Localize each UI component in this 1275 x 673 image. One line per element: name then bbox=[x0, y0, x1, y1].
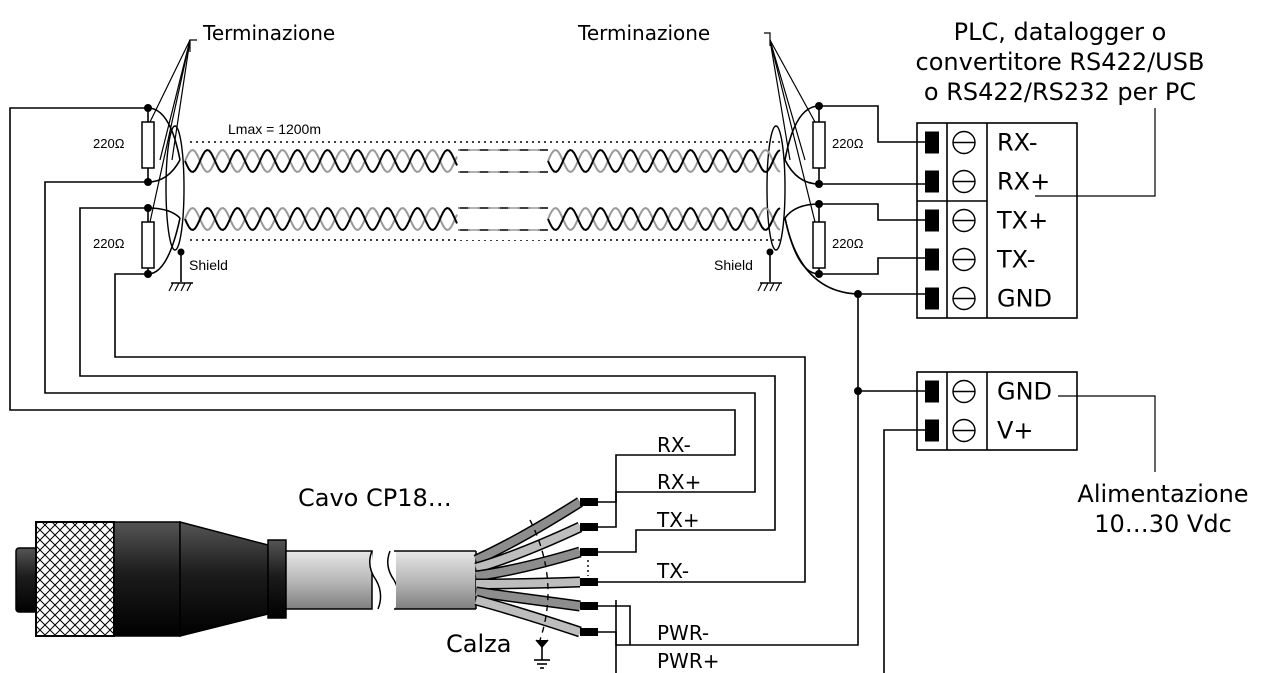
connector-body bbox=[113, 521, 181, 637]
plc-row-gnd: GND bbox=[925, 285, 1052, 313]
braid-dashed bbox=[529, 519, 549, 641]
resistor-label-left-top: 220Ω bbox=[93, 136, 125, 151]
return-wiring bbox=[9, 107, 806, 673]
termination-left-text: Terminazione bbox=[202, 21, 335, 45]
plc-terminal-pin bbox=[925, 248, 939, 271]
power-terminal-pin bbox=[925, 419, 939, 442]
power-terminal-pin bbox=[925, 380, 939, 403]
resistor-right-top bbox=[812, 121, 826, 169]
cable-jacket bbox=[285, 550, 373, 610]
wire-label-pwr-minus: PWR- bbox=[657, 621, 709, 645]
twisted-pair-1-black-wire-1 bbox=[184, 148, 458, 174]
connector-knurled-nut bbox=[35, 521, 115, 637]
twisted-pair-1-gray-wire-2 bbox=[547, 148, 781, 174]
plc-terminal-pin bbox=[925, 209, 939, 232]
power-terminal-block: GND V+ Alimentazione 10…30 Vdc bbox=[615, 294, 1249, 673]
power-label-line2: 10…30 Vdc bbox=[1094, 510, 1232, 538]
termination-label-left: Terminazione bbox=[149, 21, 335, 223]
twisted-pair-2-black-wire-2 bbox=[547, 206, 781, 232]
braid-label: Calza bbox=[446, 630, 511, 658]
resistor-label-right-bottom: 220Ω bbox=[832, 236, 864, 251]
resistor-left-bottom bbox=[141, 221, 155, 269]
power-terminal-label: GND bbox=[997, 378, 1052, 406]
shield-label-right: Shield bbox=[714, 257, 753, 273]
plc-terminal-label: TX- bbox=[996, 246, 1036, 274]
plc-terminal-label: GND bbox=[997, 285, 1052, 313]
cable-run: Lmax = 1200m bbox=[184, 121, 781, 241]
plc-row-rx-minusplus: RX+ bbox=[925, 168, 1050, 196]
shield-ellipse-right bbox=[766, 125, 786, 251]
plc-row-tx-minusplus: TX+ bbox=[925, 207, 1048, 235]
plc-label-line3: o RS422/RS232 per PC bbox=[924, 78, 1196, 106]
twisted-pair-2-gray-wire-2 bbox=[547, 206, 781, 232]
plc-terminal-block: RX- RX+ TX+ TX- GND bbox=[916, 122, 1078, 319]
plc-terminal-pin bbox=[925, 131, 939, 154]
twisted-pair-1-black-wire-2 bbox=[547, 148, 781, 174]
wire-labels: RX- RX+ TX+ TX- PWR- PWR+ bbox=[656, 433, 720, 673]
plc-label-line1: PLC, datalogger o bbox=[954, 18, 1167, 46]
plc-label-line2: convertitore RS422/USB bbox=[916, 48, 1205, 76]
twisted-pair-2-black-wire-1 bbox=[184, 206, 458, 232]
shield-label-left: Shield bbox=[189, 257, 228, 273]
twisted-pairs bbox=[184, 148, 781, 232]
wire-label-rx-plus: RX+ bbox=[657, 470, 701, 494]
power-row-v-minusplus: V+ bbox=[925, 417, 1034, 445]
left-termination: 220Ω 220Ω Shield bbox=[93, 104, 228, 292]
power-terminal-label: V+ bbox=[997, 417, 1034, 445]
power-row-gnd: GND bbox=[925, 378, 1052, 406]
cable-label: Cavo CP18… bbox=[298, 484, 452, 512]
wire-label-pwr-plus: PWR+ bbox=[657, 649, 720, 673]
wire-label-tx-plus: TX+ bbox=[656, 508, 700, 532]
wire-label-rx-minus: RX- bbox=[657, 433, 691, 457]
right-termination: 220Ω 220Ω Shield bbox=[714, 102, 864, 292]
shield-ellipse-left bbox=[165, 125, 185, 251]
plc-terminal-pin bbox=[925, 170, 939, 193]
resistor-right-bottom bbox=[812, 221, 826, 269]
plc-terminal-label: TX+ bbox=[996, 207, 1048, 235]
plc-row-tx-minus: TX- bbox=[925, 246, 1036, 274]
resistor-label-left-bottom: 220Ω bbox=[93, 236, 125, 251]
cp18-cable-connector: Cavo CP18… Calza bbox=[15, 484, 598, 669]
plc-terminal-label: RX- bbox=[997, 129, 1038, 157]
resistor-label-right-top: 220Ω bbox=[832, 136, 864, 151]
lmax-label: Lmax = 1200m bbox=[228, 121, 321, 137]
plc-terminal-pin bbox=[925, 287, 939, 310]
plc-row-rx-minus: RX- bbox=[925, 129, 1038, 157]
plc-device-label: PLC, datalogger o convertitore RS422/USB… bbox=[916, 18, 1205, 106]
plc-wiring bbox=[784, 105, 1156, 298]
termination-right-text: Terminazione bbox=[577, 21, 710, 45]
plc-terminal-label: RX+ bbox=[997, 168, 1050, 196]
connector-taper bbox=[179, 521, 269, 637]
power-label-line1: Alimentazione bbox=[1077, 480, 1248, 508]
termination-label-right: Terminazione bbox=[577, 21, 816, 223]
wire-label-tx-minus: TX- bbox=[656, 559, 689, 583]
resistor-left-top bbox=[141, 121, 155, 169]
